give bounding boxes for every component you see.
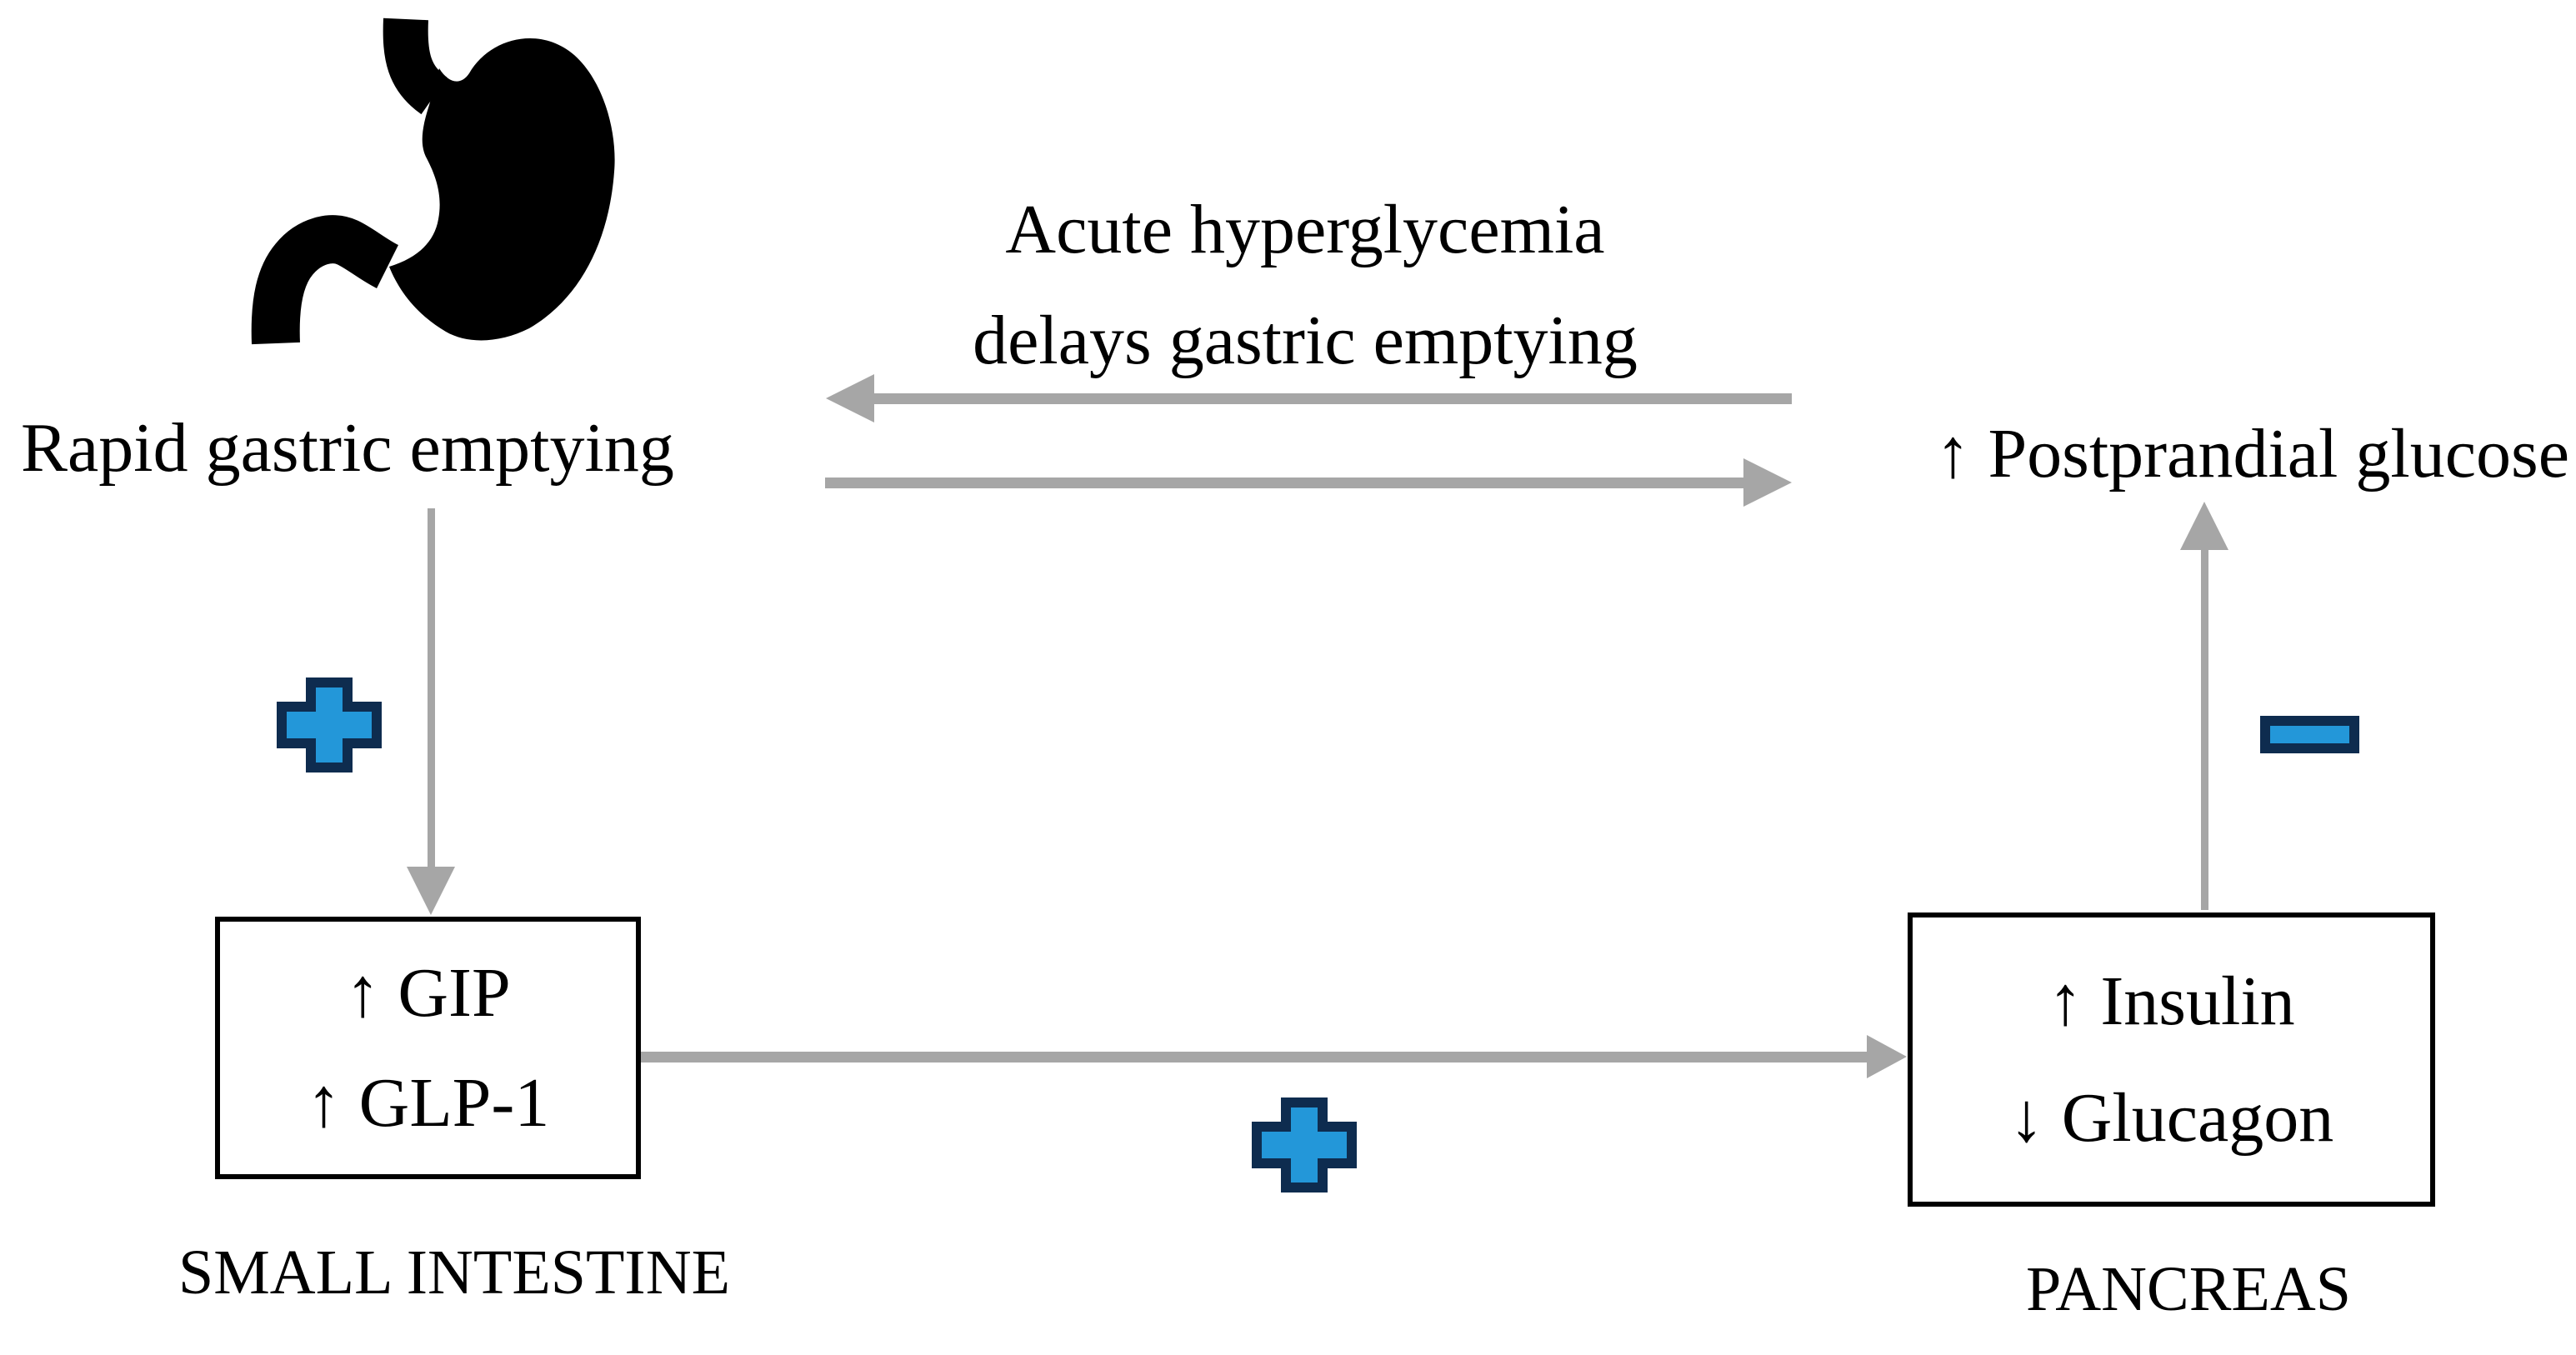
minus-icon <box>2260 716 2359 753</box>
arrow-right-shaft <box>825 478 1743 488</box>
plus-icon <box>1252 1098 1357 1192</box>
feedback-text-line1: Acute hyperglycemia <box>1005 190 1605 268</box>
pancreas-caption: PANCREAS <box>2025 1254 2352 1325</box>
arrow-up-head-icon <box>2180 502 2228 550</box>
arrow-mid-shaft <box>641 1052 1867 1062</box>
small-intestine-box: ↑ GIP ↑ GLP-1 <box>215 917 641 1179</box>
rapid-gastric-emptying-label: Rapid gastric emptying <box>21 408 674 487</box>
arrow-right-head-icon <box>1743 458 1792 507</box>
gip-text: ↑ GIP <box>345 953 511 1032</box>
arrow-mid-head-icon <box>1867 1035 1907 1078</box>
arrow-up-shaft <box>2201 550 2208 910</box>
glp1-text: ↑ GLP-1 <box>306 1063 550 1142</box>
small-intestine-caption: SMALL INTESTINE <box>178 1238 731 1308</box>
arrow-left-head-icon <box>826 374 874 422</box>
arrow-down-head-icon <box>407 867 455 915</box>
plus-icon <box>277 678 382 772</box>
pancreas-box: ↑ Insulin ↓ Glucagon <box>1908 912 2435 1207</box>
glucagon-text: ↓ Glucagon <box>2008 1078 2334 1157</box>
postprandial-glucose-label: ↑ Postprandial glucose <box>1935 414 2569 492</box>
insulin-text: ↑ Insulin <box>2048 962 2295 1040</box>
feedback-text-line2: delays gastric emptying <box>973 301 1638 379</box>
stomach-icon <box>251 18 615 345</box>
arrow-down-shaft <box>428 508 435 867</box>
arrow-left-shaft <box>874 393 1792 404</box>
